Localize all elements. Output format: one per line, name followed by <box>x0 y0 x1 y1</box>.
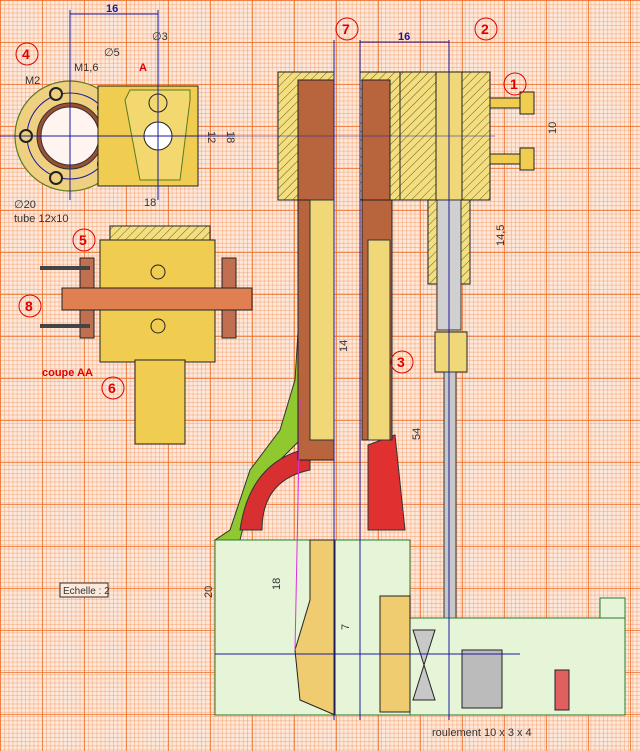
dim-14-5: 14,5 <box>495 225 507 246</box>
part-7-marker <box>335 17 359 41</box>
dim-18-width: 18 <box>144 197 156 209</box>
dim-16-right: 16 <box>398 31 410 43</box>
part-8-label: 8 <box>25 298 33 314</box>
dim-20: 20 <box>203 586 215 598</box>
dim-10: 10 <box>547 122 559 134</box>
tube-label: tube 12x10 <box>14 213 68 225</box>
dim-16-top: 16 <box>106 3 118 15</box>
dim-7: 7 <box>340 624 352 630</box>
part-8-marker <box>18 294 42 318</box>
flange-view <box>0 10 235 200</box>
dim-diameter-20: ∅20 <box>14 199 36 211</box>
part-5-marker <box>72 228 96 252</box>
scale-box <box>59 582 109 598</box>
part-1-marker <box>503 72 527 96</box>
section-mark-a: A <box>139 62 147 74</box>
dim-hole-5: ∅5 <box>104 47 120 59</box>
dim-54: 54 <box>411 428 423 440</box>
part-5-label: 5 <box>79 232 87 248</box>
part-4-label: 4 <box>22 46 30 62</box>
bearing-label: roulement 10 x 3 x 4 <box>432 727 532 739</box>
dim-14: 14 <box>338 340 350 352</box>
cylinder-assembly <box>0 40 626 720</box>
part-4-marker <box>15 42 39 66</box>
part-6-label: 6 <box>108 380 116 396</box>
dim-18-height: 18 <box>224 131 236 143</box>
part-2-label: 2 <box>481 21 489 37</box>
part-7-label: 7 <box>342 21 350 37</box>
dim-18-right: 18 <box>271 578 283 590</box>
part-3-label: 3 <box>397 354 405 370</box>
part-3-marker <box>390 350 414 374</box>
section-label: coupe AA <box>42 367 93 379</box>
thread-m16: M1,6 <box>74 62 98 74</box>
part-2-marker <box>474 17 498 41</box>
part-6-marker <box>101 376 125 400</box>
scale-label: Echelle : 2 <box>63 586 110 597</box>
thread-m2: M2 <box>25 75 40 87</box>
dim-hole-3: ∅3 <box>152 31 168 43</box>
dim-12: 12 <box>205 131 217 143</box>
part-1-label: 1 <box>510 76 518 92</box>
section-aa-view <box>40 225 253 445</box>
